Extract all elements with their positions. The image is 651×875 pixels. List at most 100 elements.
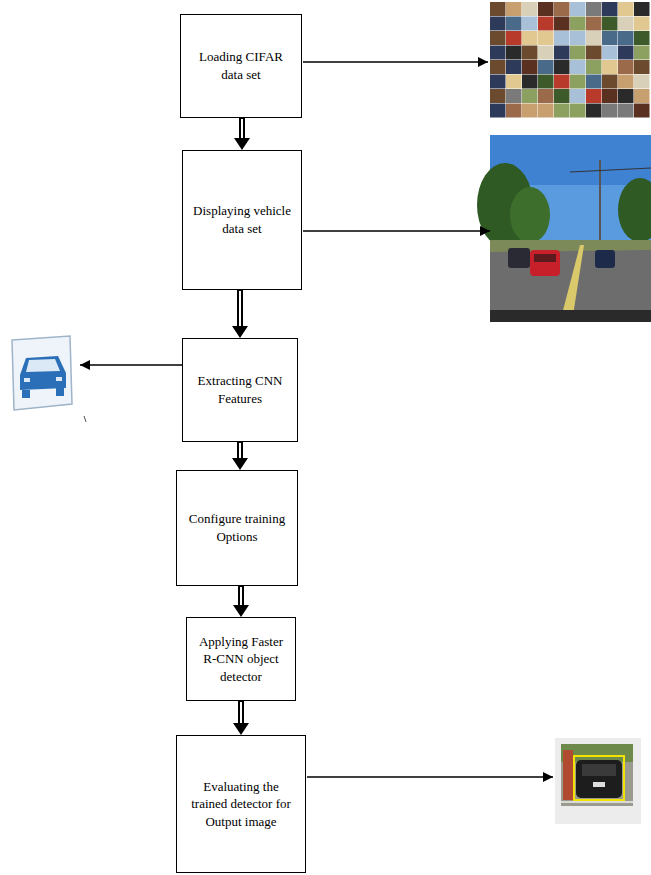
- process-box: Applying Faster R-CNN object detector: [186, 617, 296, 701]
- arrow-head: [233, 723, 249, 735]
- arrow-shaft: [238, 701, 244, 724]
- cifar-tile: [506, 31, 522, 45]
- leader-arrow: [307, 776, 553, 777]
- cifar-tile: [522, 89, 538, 103]
- flow-arrow: [232, 442, 248, 470]
- car-feature-icon: [12, 336, 86, 422]
- cifar-tile: [618, 46, 634, 60]
- arrow-shaft: [237, 442, 243, 459]
- cifar-tile: [490, 104, 506, 118]
- cifar-tile: [522, 60, 538, 74]
- cifar-tile: [602, 75, 618, 89]
- cifar-tile: [586, 2, 602, 16]
- cifar-tile: [570, 75, 586, 89]
- box-label: Displaying vehicle data set: [183, 202, 301, 237]
- cifar-tile: [506, 46, 522, 60]
- cifar-tile: [538, 46, 554, 60]
- cifar-tile: [602, 60, 618, 74]
- cifar-tile: [506, 60, 522, 74]
- flow-arrow: [234, 118, 250, 150]
- cifar-tile: [634, 46, 650, 60]
- cifar-tile: [570, 31, 586, 45]
- cifar-tile: [522, 104, 538, 118]
- process-box: Configure training Options: [176, 470, 298, 586]
- cifar-tile: [538, 89, 554, 103]
- cifar-tile: [522, 2, 538, 16]
- cifar-tile: [634, 60, 650, 74]
- cifar-tile: [570, 60, 586, 74]
- cifar-tile: [538, 17, 554, 31]
- cifar-tile: [554, 104, 570, 118]
- cifar-tile: [554, 89, 570, 103]
- cifar-tile: [490, 75, 506, 89]
- cifar-tile: [538, 31, 554, 45]
- cifar-tile: [602, 31, 618, 45]
- arrow-shaft: [239, 118, 245, 139]
- cifar-tile: [490, 89, 506, 103]
- arrow-shaft-inner: [240, 702, 242, 723]
- cifar-tile: [634, 31, 650, 45]
- cifar-tile: [634, 75, 650, 89]
- cifar-tile: [554, 31, 570, 45]
- cifar-tile: [618, 31, 634, 45]
- arrow-head: [234, 138, 250, 150]
- cifar-tile: [634, 17, 650, 31]
- cifar-tile: [570, 104, 586, 118]
- arrow-shaft: [238, 586, 244, 606]
- cifar-tile: [522, 75, 538, 89]
- cifar-tile: [490, 60, 506, 74]
- cifar-tile: [586, 75, 602, 89]
- cifar-tile: [490, 31, 506, 45]
- cifar-tile: [522, 31, 538, 45]
- cifar-tile: [586, 17, 602, 31]
- cifar-tile: [554, 75, 570, 89]
- cifar-tile: [522, 17, 538, 31]
- cifar-tile: [602, 17, 618, 31]
- cifar-tile: [618, 89, 634, 103]
- cifar-tile: [554, 17, 570, 31]
- process-box: Loading CIFAR data set: [180, 14, 302, 118]
- cifar-tile: [506, 17, 522, 31]
- cifar-tile: [586, 31, 602, 45]
- cifar-tile: [554, 2, 570, 16]
- process-box: Extracting CNN Features: [182, 338, 298, 442]
- arrow-shaft-inner: [241, 119, 243, 138]
- arrow-shaft-inner: [239, 443, 241, 458]
- cifar-tile: [618, 75, 634, 89]
- cifar-tile: [490, 17, 506, 31]
- cifar-tile: [602, 46, 618, 60]
- cifar-tile: [586, 89, 602, 103]
- vehicle-road-photo: [477, 135, 651, 322]
- detection-output-photo: [555, 738, 641, 824]
- arrow-shaft-inner: [239, 291, 241, 326]
- box-label: Loading CIFAR data set: [181, 48, 301, 83]
- arrow-head: [233, 605, 249, 617]
- process-box: Evaluating the trained detector for Outp…: [176, 735, 306, 873]
- arrow-shaft-inner: [240, 587, 242, 605]
- cifar-tile: [586, 60, 602, 74]
- cifar-tile: [506, 89, 522, 103]
- cifar-tile: [618, 2, 634, 16]
- cifar-sample-grid: [490, 2, 650, 118]
- flow-arrow: [233, 586, 249, 617]
- cifar-tile: [586, 104, 602, 118]
- cifar-tile: [506, 104, 522, 118]
- box-label: Extracting CNN Features: [183, 372, 297, 407]
- leader-arrow: [303, 230, 490, 231]
- cifar-tile: [634, 104, 650, 118]
- cifar-tile: [538, 2, 554, 16]
- cifar-tile: [618, 17, 634, 31]
- cifar-tile: [490, 2, 506, 16]
- box-label: Evaluating the trained detector for Outp…: [177, 778, 305, 831]
- arrow-head: [232, 326, 248, 338]
- arrow-shaft: [237, 290, 243, 327]
- arrow-head: [232, 458, 248, 470]
- box-label: Applying Faster R-CNN object detector: [187, 633, 295, 686]
- cifar-tile: [506, 2, 522, 16]
- cifar-tile: [602, 104, 618, 118]
- flow-arrow: [233, 701, 249, 735]
- cifar-tile: [538, 104, 554, 118]
- flow-arrow: [232, 290, 248, 338]
